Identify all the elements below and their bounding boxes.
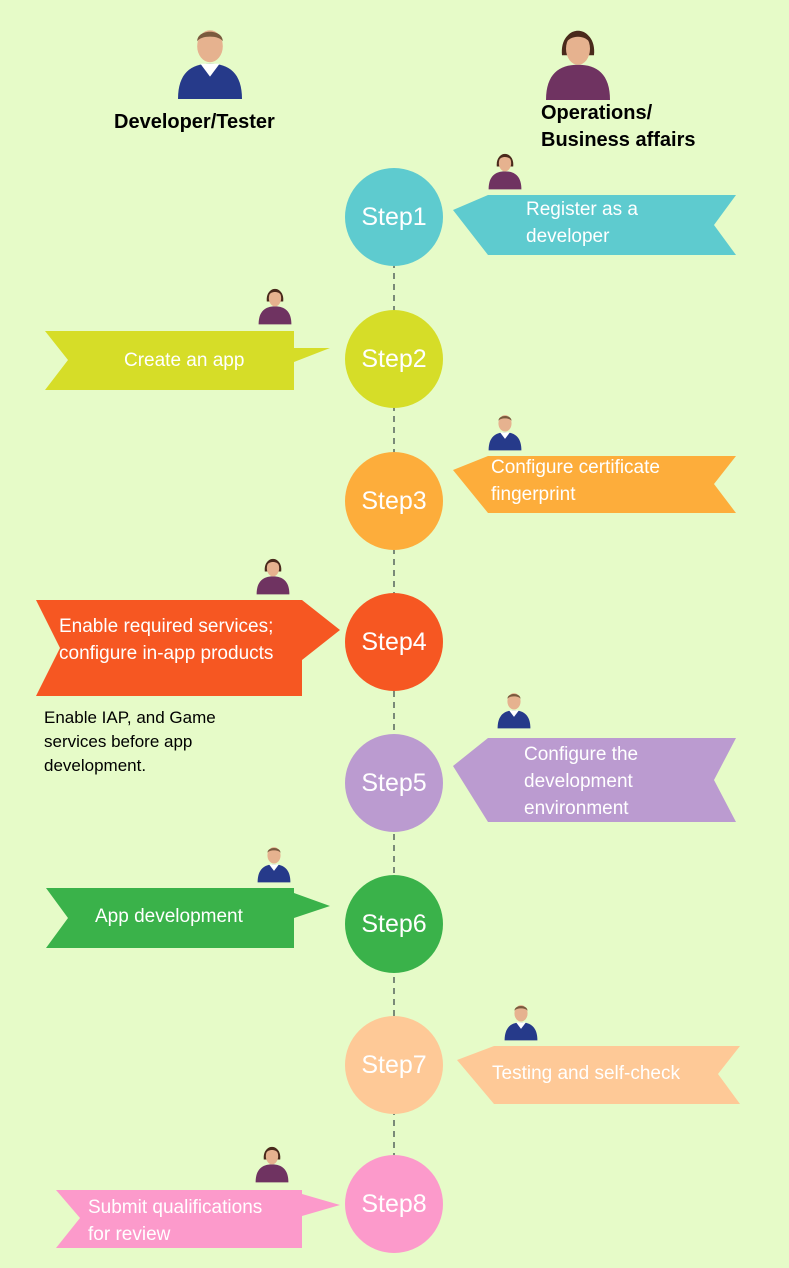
banner-step7 — [457, 1046, 740, 1104]
developer-person-icon — [504, 1005, 538, 1041]
step-label-6: Step6 — [361, 910, 427, 938]
developer-person-icon — [257, 847, 291, 883]
banner-step8 — [56, 1190, 340, 1248]
operations-person-icon — [488, 153, 522, 190]
banner-step4 — [36, 600, 340, 696]
step-label-8: Step8 — [361, 1190, 427, 1218]
step-label-2: Step2 — [361, 345, 427, 373]
task-label-4: Enable required services; configure in-a… — [59, 616, 274, 664]
step-label-5: Step5 — [361, 769, 427, 797]
operations-avatar-icon — [546, 30, 610, 100]
step-circle-3 — [345, 452, 443, 550]
step-circle-6 — [345, 875, 443, 973]
step-label-4: Step4 — [361, 628, 427, 656]
task-label-7: Testing and self-check — [492, 1063, 680, 1084]
step-circle-1 — [345, 168, 443, 266]
task-label-3: Configure certificate fingerprint — [491, 457, 660, 505]
step-label-1: Step1 — [361, 203, 427, 231]
step-circle-8 — [345, 1155, 443, 1253]
operations-person-icon — [255, 1146, 289, 1183]
developer-avatar-icon — [178, 30, 242, 99]
banner-step3 — [453, 456, 736, 513]
step-circle-7 — [345, 1016, 443, 1114]
developer-person-icon — [497, 693, 531, 729]
task-label-2: Create an app — [124, 350, 245, 371]
operations-person-icon — [258, 288, 292, 325]
step-label-7: Step7 — [361, 1051, 427, 1079]
banner-step5 — [453, 738, 736, 822]
operations-role-label: Operations/ Business affairs — [541, 102, 696, 151]
step4-note: Enable IAP, and Game services before app… — [44, 708, 216, 775]
banner-step1 — [453, 195, 736, 255]
task-label-8: Submit qualifications for review — [88, 1197, 263, 1245]
developer-role-label: Developer/Tester — [114, 111, 275, 133]
step-circle-2 — [345, 310, 443, 408]
banner-step6 — [46, 888, 330, 948]
step-label-3: Step3 — [361, 487, 427, 515]
step-circle-5 — [345, 734, 443, 832]
banner-step2 — [45, 331, 330, 390]
step-circle-4 — [345, 593, 443, 691]
task-label-6: App development — [95, 906, 243, 927]
operations-person-icon — [256, 558, 290, 595]
task-label-1: Register as a developer — [526, 199, 638, 247]
task-label-5: Configure the development environment — [524, 744, 639, 819]
developer-person-icon — [488, 415, 522, 451]
